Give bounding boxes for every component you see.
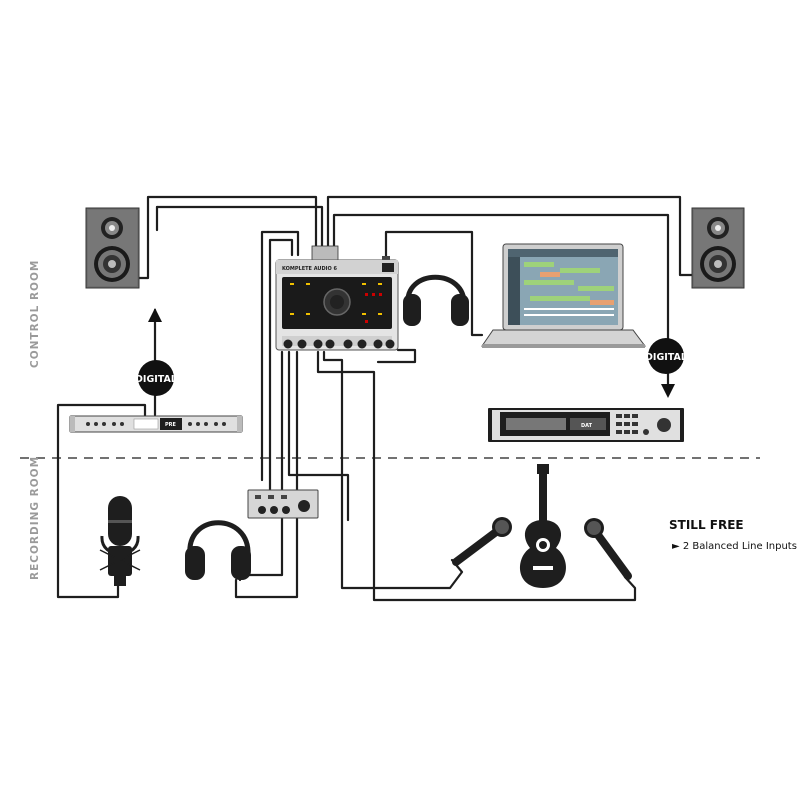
cable-left-speaker-2 — [155, 205, 324, 257]
recording-room-label: RECORDING ROOM — [29, 456, 41, 580]
acoustic-guitar — [520, 464, 566, 588]
cable-right-speaker-2 — [332, 213, 670, 347]
recording-room-headphones — [185, 520, 251, 580]
dat-tag: DAT — [581, 423, 593, 429]
preamp-rack-unit: PRE — [69, 415, 243, 433]
still-free-title: STILL FREE — [669, 518, 744, 532]
digital-badge-left: DIGITAL — [135, 308, 177, 396]
still-free-note: STILL FREE ► 2 Balanced Line Inputs — [669, 518, 797, 552]
left-speaker — [85, 207, 140, 289]
dynamic-microphone-2 — [584, 518, 632, 580]
digital-badge-right: DIGITAL — [645, 338, 687, 398]
headphone-distribution-box — [247, 489, 319, 519]
audio-interface: KOMPLETE AUDIO 6 — [275, 245, 399, 351]
cable-headphones-control — [384, 230, 484, 337]
laptop — [481, 243, 646, 348]
preamp-tag: PRE — [165, 422, 177, 428]
still-free-item: ► 2 Balanced Line Inputs — [672, 541, 797, 552]
cable-dynamic-mic-2 — [316, 350, 637, 602]
cable-rear-2 — [268, 238, 294, 492]
control-room-headphones — [403, 274, 469, 326]
cable-dynamic-mic-1 — [322, 350, 464, 590]
digital-label-right: DIGITAL — [645, 352, 687, 363]
dat-recorder: DAT — [488, 408, 684, 442]
interface-brand: KOMPLETE AUDIO 6 — [282, 266, 337, 272]
cable-left-speaker — [137, 195, 318, 280]
control-room-label: CONTROL ROOM — [29, 260, 41, 368]
cable-rear-1 — [260, 230, 300, 482]
right-speaker — [691, 207, 745, 289]
cable-headphones-control-2 — [376, 348, 417, 364]
digital-label-left: DIGITAL — [135, 374, 177, 385]
dynamic-microphone-1 — [452, 517, 512, 566]
cable-front-1 — [287, 350, 350, 522]
cable-mic-to-preamp — [56, 403, 147, 599]
cable-right-speaker — [326, 195, 694, 277]
cable-front-3 — [234, 350, 299, 599]
condenser-microphone — [99, 496, 141, 586]
